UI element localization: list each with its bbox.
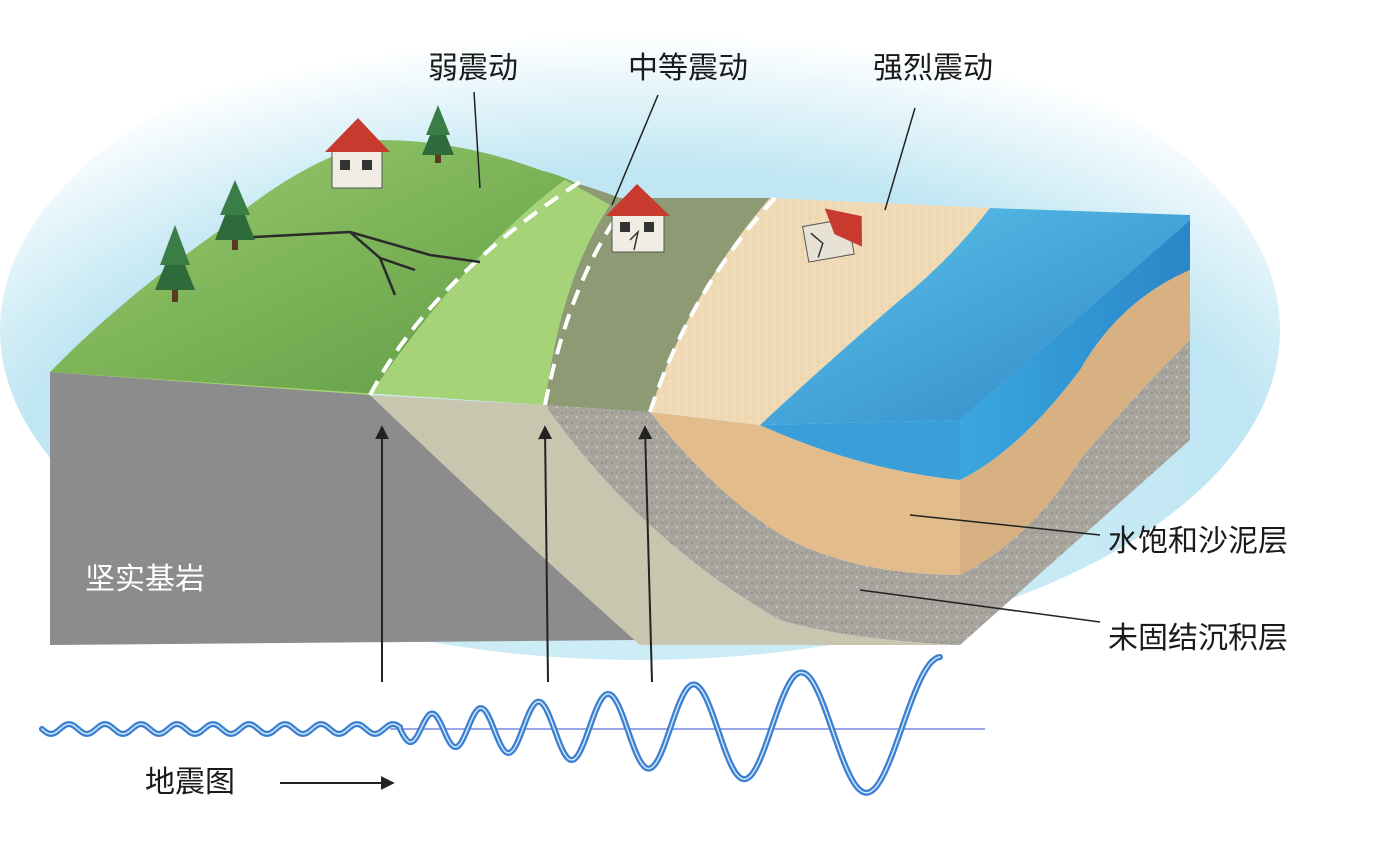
tree-icon	[215, 180, 255, 250]
hill-surface	[50, 140, 600, 395]
boundary-strong	[648, 196, 777, 413]
label-strong-shaking: 强烈震动	[873, 51, 993, 86]
house-intact-icon	[325, 118, 390, 189]
light-green-zone	[50, 180, 610, 405]
mud-side	[960, 270, 1190, 575]
leader-unconsolidated	[859, 589, 1101, 623]
gravel-side	[960, 340, 1190, 645]
mud-layer	[650, 412, 960, 575]
house-collapsed-icon	[802, 208, 862, 263]
sand-zone	[650, 198, 990, 425]
label-moderate-shaking: 中等震动	[628, 51, 748, 86]
wave-arrow	[638, 425, 653, 683]
label-saturated-mud: 水饱和沙泥层	[1108, 524, 1288, 559]
label-weak-shaking: 弱震动	[428, 51, 518, 86]
sediment-layer	[370, 395, 960, 645]
leader-moderate	[611, 94, 659, 206]
wave-arrow	[538, 425, 553, 683]
leader-saturated-mud	[909, 514, 1101, 536]
water-side	[960, 220, 1190, 480]
gravel-layer	[545, 405, 960, 645]
tree-icon	[155, 225, 195, 302]
water-front	[760, 420, 960, 480]
boundary-weak-moderate	[368, 180, 582, 396]
sea-surface	[760, 208, 1190, 425]
leader-strong	[884, 107, 916, 211]
ground-crack	[234, 230, 481, 296]
house-cracked-icon	[606, 184, 670, 253]
tree-icon	[422, 105, 454, 163]
bedrock-layer	[50, 372, 640, 645]
label-seismogram: 地震图	[145, 765, 235, 800]
label-unconsolidated-sediment: 未固结沉积层	[1108, 621, 1288, 656]
seismogram-wave-highlight	[41, 656, 941, 794]
leader-weak	[473, 91, 481, 189]
label-bedrock: 坚实基岩	[85, 562, 205, 597]
grey-green-zone	[545, 180, 770, 412]
